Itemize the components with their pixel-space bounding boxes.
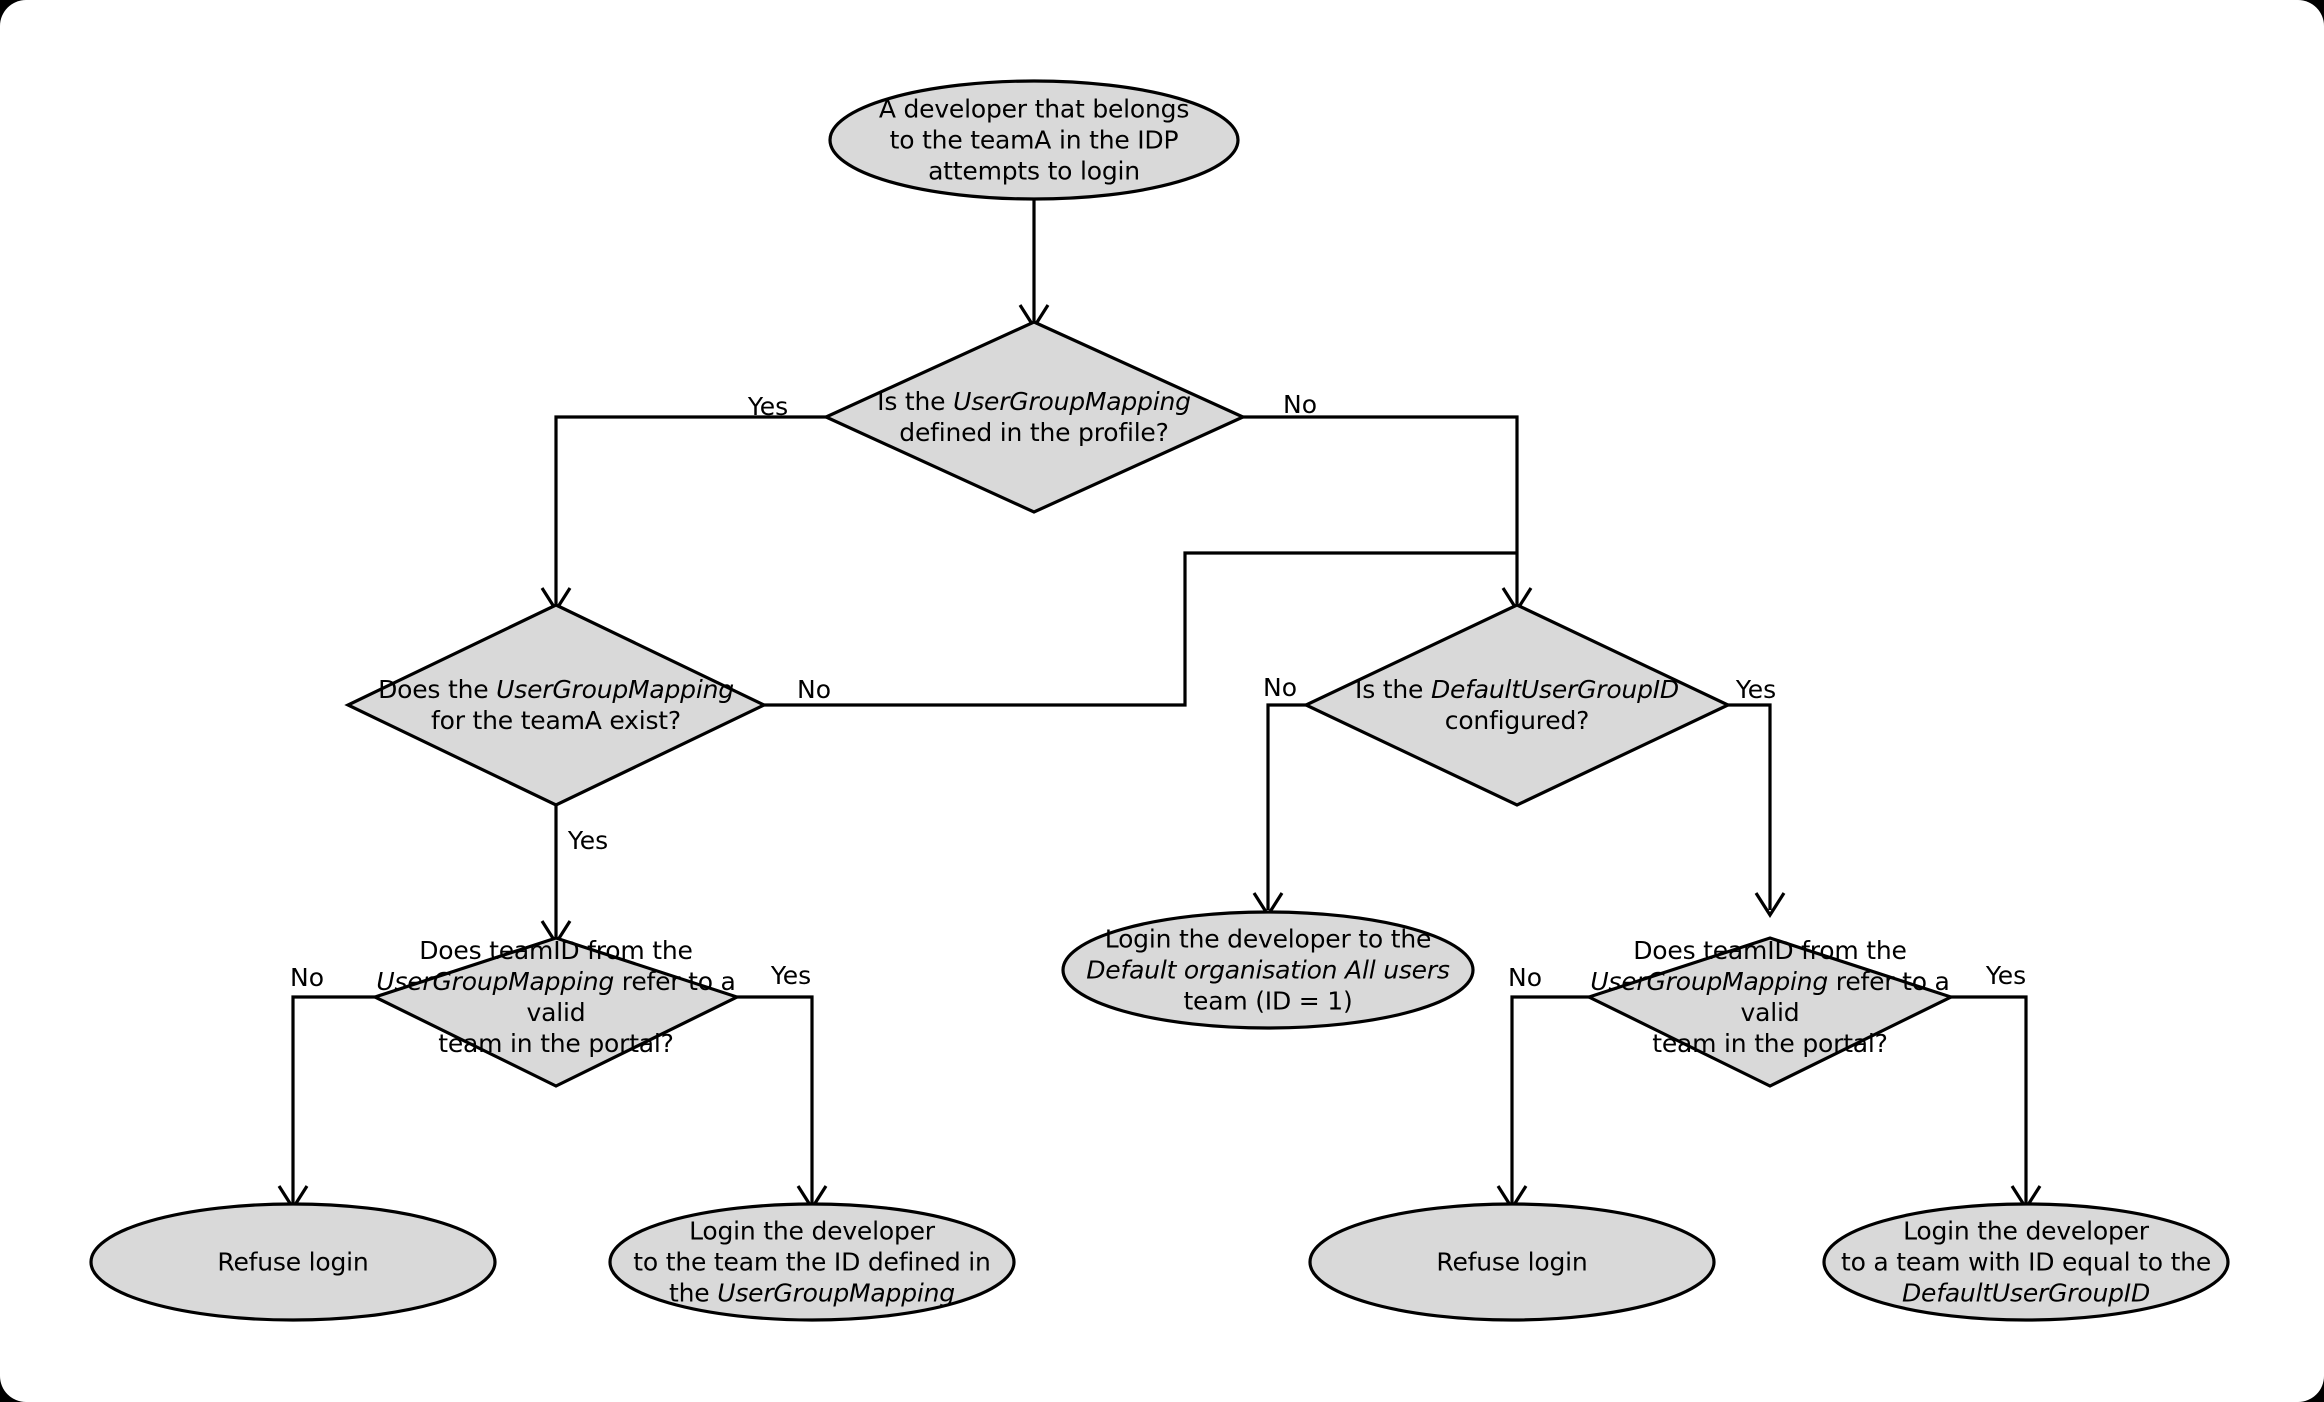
node-login-default-organisation[interactable] (1061, 910, 1475, 1030)
node-refuse-login-left[interactable] (89, 1202, 497, 1322)
nodes-group (89, 79, 2230, 1322)
edge-d5-to-login-default (1951, 995, 2028, 1203)
edge-d1-to-d3 (1243, 415, 1519, 605)
edge-d3-to-d5 (1728, 703, 1772, 910)
node-decision-usergroupmapping-teama-exists[interactable] (344, 603, 768, 807)
edge-d5-to-refuse-right (1510, 995, 1589, 1203)
node-decision-teamid-valid-left[interactable] (370, 936, 742, 1088)
node-refuse-login-right[interactable] (1308, 1202, 1716, 1322)
node-start[interactable] (828, 79, 1240, 201)
edges-group (277, 199, 2042, 1211)
node-login-team-from-usergroupmapping[interactable] (608, 1202, 1016, 1322)
node-decision-defaultusergroupid-configured[interactable] (1302, 603, 1732, 807)
node-login-team-defaultusergroupid[interactable] (1822, 1202, 2230, 1322)
edge-d4-to-refuse-left (291, 995, 375, 1203)
edge-d2-to-d3 (764, 551, 1517, 707)
node-decision-usergroupmapping-defined[interactable] (822, 320, 1247, 514)
node-decision-teamid-valid-right[interactable] (1584, 936, 1956, 1088)
edge-d3-to-default-org (1266, 703, 1306, 910)
edge-d1-to-d2 (554, 415, 826, 605)
arrow-head-d3-to-d5 (1754, 892, 1786, 918)
edge-d4-to-login-ugm (737, 995, 814, 1203)
